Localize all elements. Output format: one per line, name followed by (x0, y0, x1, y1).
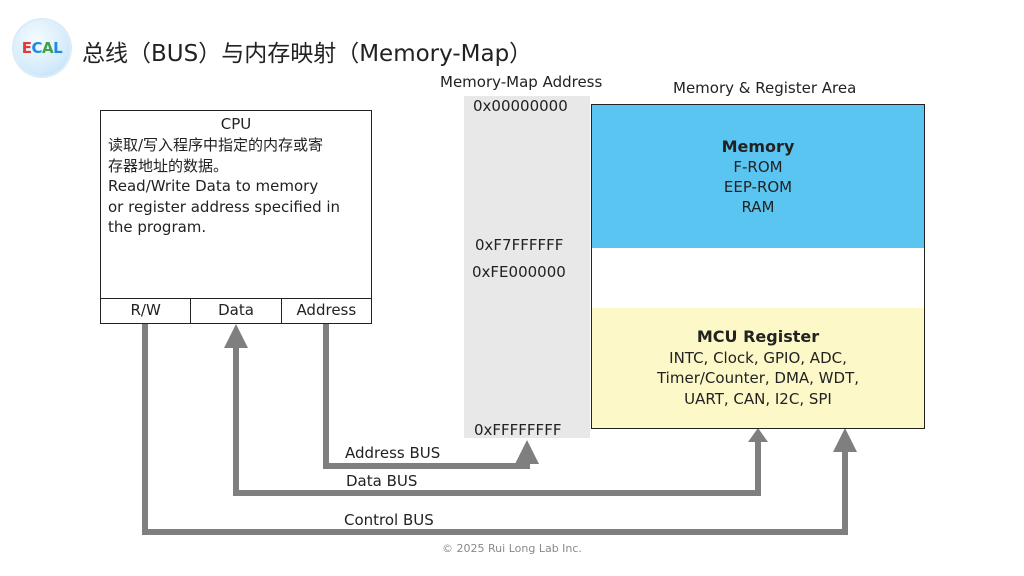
cpu-desc-line: the program. (108, 218, 207, 236)
cpu-port-data: Data (191, 299, 282, 323)
address-bus-line (323, 324, 539, 469)
memory-region: Memory F-ROM EEP-ROM RAM (592, 105, 924, 248)
memory-map-address-label: Memory-Map Address (440, 73, 603, 91)
cpu-port-address: Address (296, 301, 357, 319)
address-register-start: 0xFE000000 (472, 263, 566, 281)
memory-map-address-column (464, 96, 590, 438)
cpu-port-rw: R/W (101, 299, 192, 323)
address-start: 0x00000000 (473, 97, 568, 115)
data-bus-line (224, 324, 761, 496)
memory-item: RAM (741, 197, 775, 216)
cpu-desc-line: 存器地址的数据。 (108, 156, 229, 175)
cpu-desc-line: 读取/写入程序中指定的内存或寄 (108, 136, 324, 154)
address-end: 0xFFFFFFFF (474, 421, 562, 439)
data-bus-label: Data BUS (346, 472, 418, 490)
page-title: 总线（BUS）与内存映射（Memory-Map） (82, 41, 533, 67)
mcu-register-region: MCU Register INTC, Clock, GPIO, ADC, Tim… (592, 308, 924, 428)
memory-title: Memory (721, 136, 795, 156)
mcu-register-line: Timer/Counter, DMA, WDT, (656, 369, 859, 387)
data-bus-arrowhead-memory (748, 428, 768, 442)
cpu-description: 读取/写入程序中指定的内存或寄 存器地址的数据。 Read/Write Data… (108, 135, 365, 238)
control-bus-line (142, 324, 857, 535)
mcu-register-line: UART, CAN, I2C, SPI (684, 389, 832, 408)
copyright-footer: © 2025 Rui Long Lab Inc. (442, 542, 582, 555)
cpu-desc-line: or register address specified in (108, 197, 341, 216)
logo-letter-l: L (53, 39, 63, 57)
memory-register-area-label: Memory & Register Area (673, 79, 857, 97)
mcu-register-title: MCU Register (696, 327, 820, 346)
cpu-ports: R/W Data Address (101, 298, 371, 323)
address-bus-label: Address BUS (345, 444, 441, 462)
logo-letter-c: C (31, 39, 43, 57)
memory-item: EEP-ROM (723, 177, 793, 196)
cpu-block: CPU 读取/写入程序中指定的内存或寄 存器地址的数据。 Read/Write … (100, 110, 372, 324)
cpu-desc-line: Read/Write Data to memory (108, 177, 319, 195)
logo-letter-e: E (21, 39, 32, 57)
cpu-title: CPU (220, 115, 252, 133)
memory-item: F-ROM (733, 157, 783, 176)
memory-register-area: Memory F-ROM EEP-ROM RAM MCU Register IN… (591, 104, 925, 429)
control-bus-label: Control BUS (344, 511, 434, 529)
logo-letter-a: A (42, 39, 54, 57)
address-memory-end: 0xF7FFFFFF (475, 236, 564, 254)
mcu-register-line: INTC, Clock, GPIO, ADC, (669, 348, 847, 367)
